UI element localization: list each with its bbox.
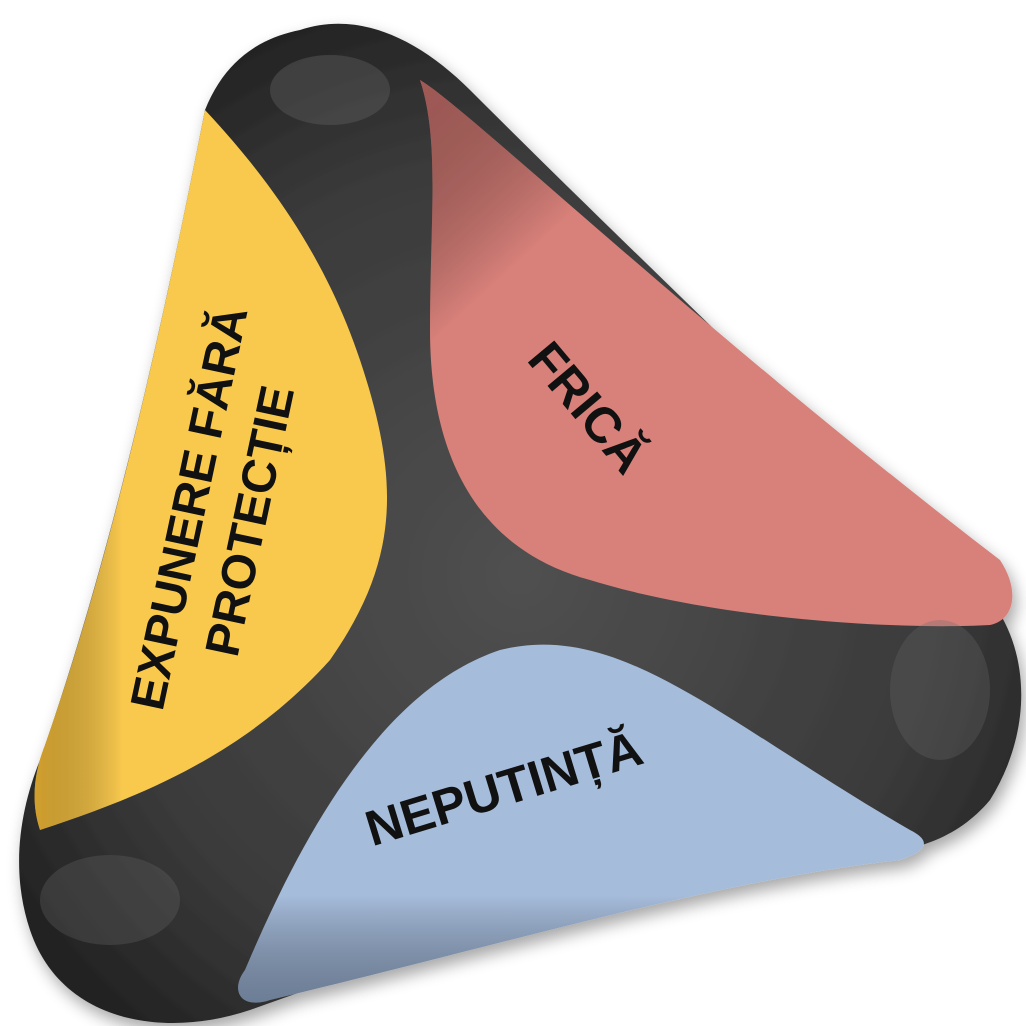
top-lobe-highlight bbox=[270, 55, 390, 125]
right-lobe-highlight bbox=[890, 620, 990, 760]
left-lobe-highlight bbox=[40, 855, 180, 945]
